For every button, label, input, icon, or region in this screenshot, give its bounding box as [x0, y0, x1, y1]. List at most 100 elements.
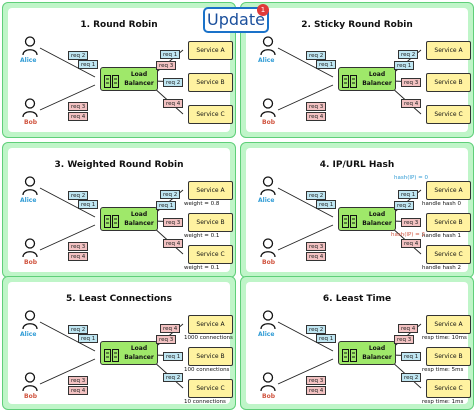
panel-title: 2. Sticky Round Robin — [301, 20, 413, 30]
request-chip: req 2 — [306, 51, 327, 60]
load-balancer: Load Balancer — [100, 207, 158, 231]
load-balancer-label: Load Balancer — [362, 211, 392, 227]
user-icon-alice — [22, 176, 38, 196]
request-chip: req 3 — [156, 61, 177, 70]
request-chip: req 4 — [68, 386, 89, 395]
request-chip: req 1 — [401, 352, 422, 361]
connector-line — [39, 187, 96, 218]
server-icon — [104, 347, 119, 362]
request-chip: req 3 — [401, 78, 422, 87]
load-balancer: Load Balancer — [100, 341, 158, 365]
panel-title: 3. Weighted Round Robin — [54, 160, 184, 170]
request-chip: req 3 — [401, 218, 422, 227]
service-note: 100 connections — [184, 367, 230, 373]
request-chip: req 4 — [163, 99, 184, 108]
user-icon-alice — [22, 36, 38, 56]
service-box: Service B — [426, 213, 471, 232]
service-note: 10 connections — [184, 399, 226, 405]
request-chip: req 4 — [306, 252, 327, 261]
user-icon-bob — [260, 98, 276, 118]
request-chip: req 3 — [163, 218, 184, 227]
load-balancer: Load Balancer — [100, 67, 158, 91]
service-box: Service A — [426, 315, 471, 334]
connector-line — [39, 358, 96, 385]
request-chip: req 2 — [160, 190, 181, 199]
request-chip: req 1 — [394, 61, 415, 70]
user-icon-alice — [260, 310, 276, 330]
connector-line — [277, 224, 334, 251]
user-icon-bob — [22, 238, 38, 258]
request-chip: req 2 — [68, 191, 89, 200]
request-chip: req 4 — [160, 324, 181, 333]
request-chip: req 1 — [78, 200, 99, 209]
request-chip: req 1 — [398, 190, 419, 199]
service-note: handle hash 1 — [422, 233, 461, 239]
connector-line — [277, 84, 334, 111]
request-chip: req 3 — [68, 242, 89, 251]
connector-line — [277, 358, 334, 385]
request-chip: req 2 — [394, 201, 415, 210]
panel-title: 6. Least Time — [322, 294, 392, 304]
request-chip: req 2 — [401, 373, 422, 382]
request-chip: req 3 — [68, 376, 89, 385]
request-chip: req 3 — [306, 376, 327, 385]
server-icon — [104, 213, 119, 228]
service-box: Service A — [426, 41, 471, 60]
alice-label: Alice — [20, 331, 37, 338]
bob-label: Bob — [24, 119, 37, 126]
service-box: Service B — [426, 73, 471, 92]
request-chip: req 2 — [163, 78, 184, 87]
service-box: Service C — [426, 245, 471, 264]
user-icon-alice — [260, 36, 276, 56]
load-balancer-label: Load Balancer — [124, 71, 154, 87]
user-icon-bob — [260, 238, 276, 258]
user-icon-bob — [22, 372, 38, 392]
service-note: handle hash 0 — [422, 201, 461, 207]
alice-label: Alice — [258, 197, 275, 204]
alice-label: Alice — [20, 197, 37, 204]
hash-note: hash(IP) = 0 — [394, 175, 429, 181]
request-chip: req 3 — [68, 102, 89, 111]
request-chip: req 2 — [306, 325, 327, 334]
request-chip: req 1 — [78, 334, 99, 343]
alice-label: Alice — [20, 57, 37, 64]
request-chip: req 4 — [401, 99, 422, 108]
request-chip: req 2 — [163, 373, 184, 382]
service-note: resp time: 5ms — [422, 367, 464, 373]
request-chip: req 4 — [398, 324, 419, 333]
user-icon-alice — [22, 310, 38, 330]
load-balancer: Load Balancer — [338, 207, 396, 231]
bob-label: Bob — [262, 119, 275, 126]
request-chip: req 1 — [160, 50, 181, 59]
request-chip: req 2 — [398, 50, 419, 59]
service-note: resp time: 1ms — [422, 399, 464, 405]
panel-title: 5. Least Connections — [66, 294, 172, 304]
user-icon-bob — [22, 98, 38, 118]
connector-line — [39, 84, 96, 111]
load-balancer: Load Balancer — [338, 341, 396, 365]
service-note: weight = 0.1 — [184, 265, 220, 271]
alice-label: Alice — [258, 331, 275, 338]
panel-title: 1. Round Robin — [80, 20, 158, 30]
server-icon — [104, 73, 119, 88]
service-note: 1000 connections — [184, 335, 233, 341]
user-icon-alice — [260, 176, 276, 196]
bob-label: Bob — [262, 393, 275, 400]
request-chip: req 4 — [68, 112, 89, 121]
service-box: Service B — [188, 73, 233, 92]
server-icon — [342, 213, 357, 228]
panel-title: 4. IP/URL Hash — [319, 160, 395, 170]
connector-line — [277, 47, 334, 78]
request-chip: req 2 — [68, 51, 89, 60]
service-box: Service C — [188, 245, 233, 264]
